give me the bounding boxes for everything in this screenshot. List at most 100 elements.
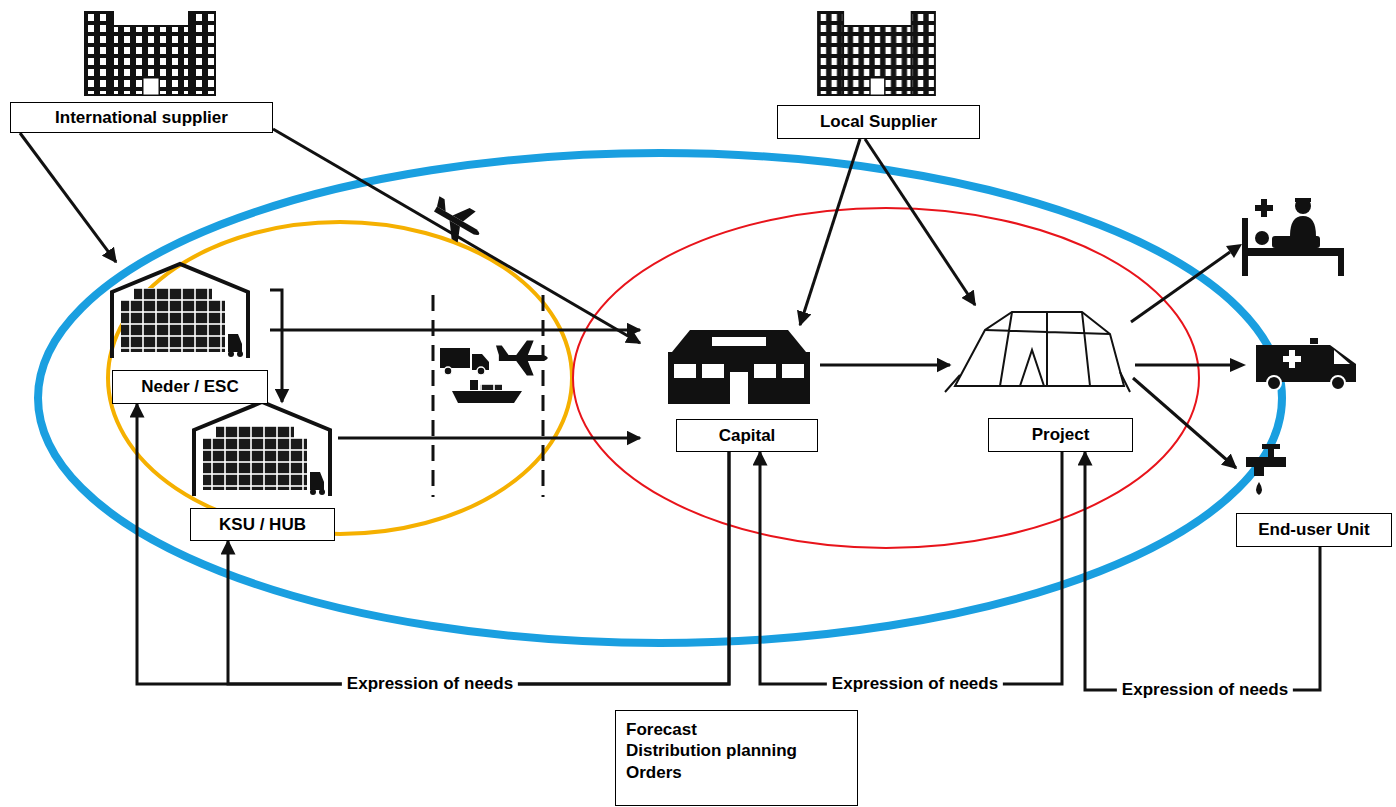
supplier-box: Local Supplier: [777, 10, 980, 139]
ship-icon: [452, 391, 522, 403]
label-box: ForecastDistribution planningOrders: [615, 710, 858, 806]
border-line: [542, 295, 545, 497]
region-ellipse: [573, 208, 1199, 548]
flow-arrow: [270, 290, 282, 402]
capital-building: [668, 330, 810, 404]
node-label: KSU / HUB: [219, 514, 306, 535]
node-label: International supplier: [55, 107, 228, 128]
water-tap-icon: [1268, 449, 1274, 457]
flow-arrow: [800, 139, 860, 325]
office-building: [818, 12, 935, 95]
truck-icon: [477, 367, 485, 375]
warehouse-box: KSU / HUB: [188, 402, 338, 541]
ambulance-icon: [1256, 338, 1356, 390]
hospital-bed-icon: [1242, 218, 1248, 276]
node-label: Neder / ESC: [141, 376, 238, 397]
node-label: Capital: [719, 425, 776, 446]
capital-building: [668, 352, 810, 404]
hospital-bed-icon: [1295, 198, 1311, 214]
arrow-head: [1226, 244, 1242, 258]
hospital-bed-icon: [1242, 248, 1344, 256]
ship-icon: [452, 380, 522, 403]
flow-arrow: [1133, 378, 1236, 468]
end-user-box: End-user Unit: [1236, 215, 1392, 547]
label-box: Local Supplier: [777, 105, 980, 139]
water-tap-icon: [1246, 444, 1286, 495]
node-label: Local Supplier: [820, 111, 937, 132]
ship-icon: [480, 384, 502, 390]
edge-label: Expression of needs: [342, 674, 518, 694]
ambulance-icon: [1283, 350, 1301, 368]
flow-arrow: [1085, 452, 1320, 690]
flow-arrow: [820, 364, 950, 367]
node-label: Project: [1032, 424, 1090, 445]
office-building: [85, 12, 215, 95]
project-box: Project: [950, 305, 1133, 452]
hospital-bed-icon: [1295, 198, 1311, 202]
arrow-head: [1230, 358, 1246, 372]
ambulance-icon: [1267, 376, 1281, 390]
water-tap-icon: [1262, 444, 1280, 449]
flow-arrow: [20, 133, 116, 262]
ship-icon: [470, 380, 478, 390]
border-line: [432, 295, 435, 497]
water-tap-icon: [1256, 482, 1262, 495]
hospital-bed-icon: [1272, 236, 1320, 248]
capital-box: Capital: [640, 325, 820, 452]
distribution-arrow: [1135, 364, 1232, 367]
flow-arrow: [865, 139, 975, 305]
flow-arrow: [228, 452, 729, 684]
edge-label: Expression of needs: [827, 674, 1003, 694]
warehouse-box: Neder / ESC: [108, 262, 270, 404]
label-box: End-user Unit: [1236, 513, 1392, 547]
tent-icon: [1020, 350, 1044, 386]
tent-icon: [945, 372, 1130, 392]
flow-arrow: [270, 329, 640, 332]
distribution-arrow: [1131, 252, 1232, 365]
hospital-bed-icon: [1338, 248, 1344, 276]
warehouse-icon: [194, 402, 330, 496]
capital-building: [702, 364, 724, 378]
hospital-bed-icon: [1255, 231, 1269, 245]
edge-label: Expression of needs: [1117, 680, 1293, 700]
warehouse-icon: [112, 264, 248, 358]
hospital-bed-icon: [1255, 199, 1273, 217]
capital-building: [782, 364, 804, 378]
capital-building: [754, 364, 776, 378]
tent-icon: [945, 312, 1130, 392]
label-box: Capital: [676, 419, 818, 452]
ambulance-icon: [1331, 376, 1345, 390]
truck-icon: [440, 348, 470, 368]
node-label: Orders: [626, 762, 682, 783]
capital-building: [730, 372, 748, 404]
truck-icon: [440, 348, 489, 375]
flow-arrow: [338, 437, 640, 440]
capital-building: [672, 330, 806, 352]
node-label: End-user Unit: [1258, 519, 1369, 540]
label-box: Project: [988, 418, 1133, 452]
tent-icon: [955, 312, 1124, 386]
label-box: Neder / ESC: [112, 370, 268, 404]
plane-icon: [496, 341, 548, 376]
hospital-bed-icon: [1242, 198, 1344, 276]
ambulance-icon: [1310, 338, 1318, 344]
water-tap-icon: [1246, 457, 1286, 476]
node-label: Distribution planning: [626, 740, 797, 761]
distribution-arrow: [1131, 252, 1230, 322]
truck-icon: [444, 367, 452, 375]
hospital-bed-icon: [1290, 216, 1316, 236]
ambulance-icon: [1334, 350, 1350, 364]
note-box: ForecastDistribution planningOrders: [615, 710, 858, 806]
node-label: Forecast: [626, 719, 697, 740]
flow-arrow: [137, 404, 729, 684]
flow-arrow: [760, 452, 1062, 684]
capital-building: [674, 364, 696, 378]
tent-icon: [985, 312, 1110, 386]
label-box: International supplier: [10, 102, 273, 133]
supplier-box: International supplier: [10, 10, 273, 133]
capital-building: [712, 337, 766, 346]
region-ellipse: [108, 222, 572, 534]
flow-arrow: [273, 129, 640, 343]
label-box: KSU / HUB: [190, 508, 335, 541]
